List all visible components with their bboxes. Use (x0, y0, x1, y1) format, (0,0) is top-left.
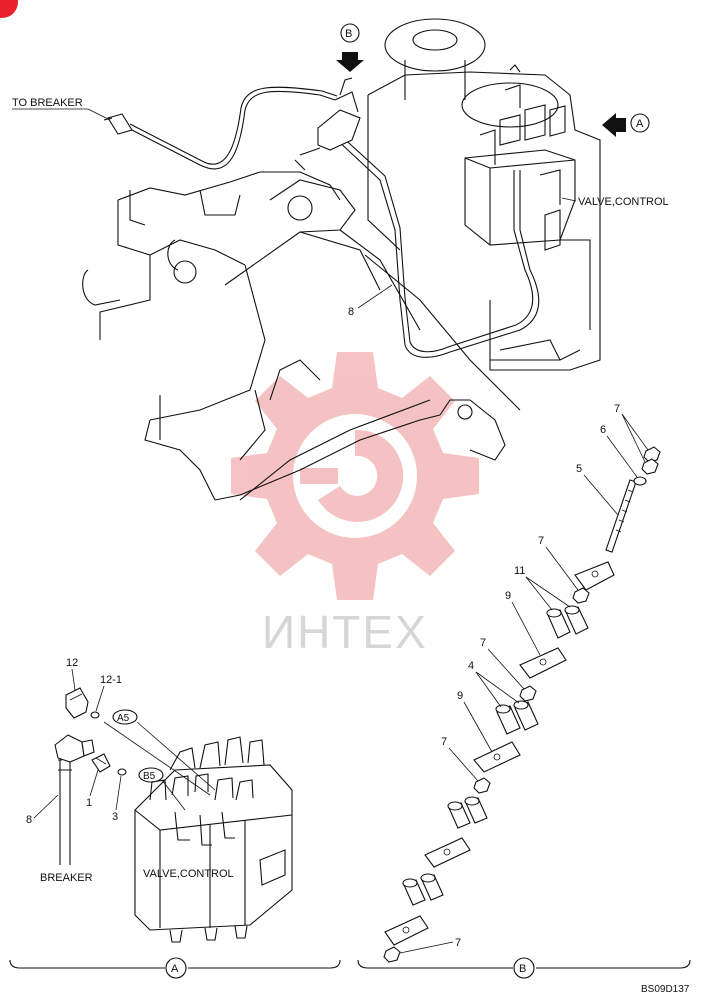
callout-8-top: 8 (348, 306, 354, 318)
svg-text:9: 9 (457, 690, 463, 702)
to-breaker-label: TO BREAKER (12, 97, 83, 109)
drawing-code: BS09D137 (641, 984, 690, 995)
svg-text:7: 7 (480, 637, 486, 649)
hose-lines (103, 77, 540, 358)
callouts-view-b: 7 6 5 7 11 9 7 4 9 7 7 (399, 403, 649, 954)
svg-text:12-1: 12-1 (100, 674, 122, 686)
boom-assembly (82, 18, 601, 501)
view-a-detail: A5 B5 (54, 687, 293, 943)
svg-text:12: 12 (66, 657, 78, 669)
view-b-arrow: B (336, 23, 364, 72)
svg-text:A: A (636, 118, 644, 130)
svg-text:8: 8 (26, 814, 32, 826)
svg-text:A: A (171, 963, 179, 975)
corner-mark (0, 0, 18, 18)
callouts-view-a: 12 12-1 1 3 8 BREAKER VALVE,CONTROL (26, 657, 234, 884)
svg-text:11: 11 (514, 565, 525, 577)
watermark-gear-icon (231, 352, 479, 600)
svg-text:7: 7 (614, 403, 620, 415)
svg-text:3: 3 (112, 811, 118, 823)
svg-text:9: 9 (505, 590, 511, 602)
valve-control-label-bottom: VALVE,CONTROL (143, 868, 234, 880)
exploded-view-b (383, 446, 661, 963)
svg-text:B5: B5 (143, 771, 156, 782)
svg-text:1: 1 (86, 797, 92, 809)
section-bracket-b: B (357, 957, 691, 979)
svg-text:7: 7 (538, 535, 544, 547)
svg-text:4: 4 (468, 660, 474, 672)
watermark-text: ИНТЕХ (262, 606, 428, 658)
valve-control-label-top: VALVE,CONTROL (578, 196, 669, 208)
svg-text:6: 6 (600, 424, 606, 436)
svg-text:B: B (345, 28, 352, 40)
svg-text:5: 5 (576, 463, 582, 475)
svg-text:A5: A5 (117, 713, 130, 724)
svg-text:7: 7 (455, 937, 461, 949)
view-a-arrow: A (602, 113, 650, 137)
breaker-label: BREAKER (40, 872, 93, 884)
section-bracket-a: A (9, 957, 341, 979)
svg-text:7: 7 (441, 736, 447, 748)
svg-text:B: B (519, 963, 526, 975)
